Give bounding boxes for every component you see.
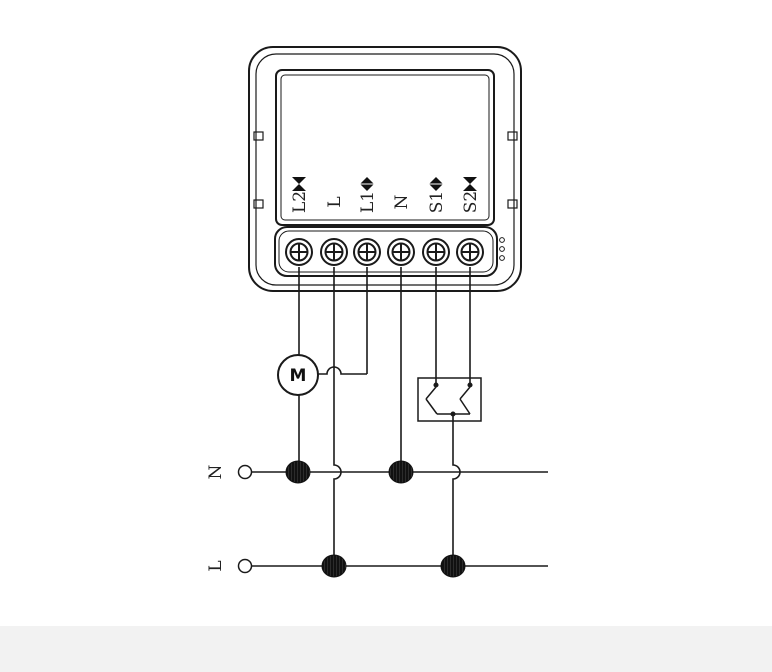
junction-n-terminal-n (388, 460, 414, 484)
module-outer-shell (248, 46, 522, 292)
terminal-s1: S1 (422, 177, 450, 266)
switch-lever-2-end (459, 398, 471, 415)
switch-contact-s2 (467, 382, 473, 388)
terminal-n: N (387, 194, 415, 266)
bowtie-icon (292, 177, 306, 191)
junction-l-terminal-l (321, 554, 347, 578)
switch-contact-s1 (433, 382, 439, 388)
mains-l-label: L (206, 560, 226, 571)
module-panel-inset (280, 74, 490, 221)
switch-lever-1-end (425, 398, 438, 415)
footer-bar (0, 626, 772, 672)
terminal-block-outer (274, 226, 498, 277)
terminal-label: L (325, 196, 345, 207)
wire-l-to-l-bus (333, 267, 342, 566)
mains-n-label: N (206, 464, 226, 479)
module-inner-shell (255, 53, 515, 286)
left-notch-bottom (253, 199, 264, 209)
junction-switch-l (440, 554, 466, 578)
mains-l-terminal (237, 558, 253, 574)
right-notch-top (507, 131, 518, 141)
indicator-dot-2 (499, 246, 505, 252)
indicator-dot-3 (499, 255, 505, 261)
wire-switch-to-l-bus (452, 414, 461, 566)
terminal-l1: L1 (353, 177, 381, 266)
switch-lever-1 (425, 386, 437, 400)
switch-module (248, 46, 522, 292)
motor-label: M (290, 366, 307, 386)
terminal-s2: S2 (456, 177, 484, 266)
terminal-label: N (392, 194, 412, 209)
module-top-panel (275, 69, 495, 226)
junctions (285, 460, 466, 578)
terminal-label: S1 (427, 191, 447, 213)
switch-lever-2 (459, 386, 471, 400)
terminal-label: L1 (358, 191, 378, 213)
terminals-group: L2 L L1 N S1 S2 (285, 177, 484, 266)
left-notch-top (253, 131, 264, 141)
switch-box (417, 377, 482, 422)
terminal-l2: L2 (285, 177, 313, 266)
terminal-block-inner (278, 230, 494, 273)
bowtie-icon (463, 177, 477, 191)
terminal-label: L2 (290, 191, 310, 213)
mains-n-terminal (237, 464, 253, 480)
motor-circle (277, 354, 319, 396)
mains-source: N L (206, 464, 253, 574)
wire-l1-to-motor (318, 366, 367, 375)
wires (252, 267, 548, 567)
terminal-label: S2 (461, 191, 481, 213)
switch-common-dot (450, 411, 456, 417)
motor: M (277, 354, 319, 396)
junction-motor-n (285, 460, 311, 484)
right-notch-bottom (507, 199, 518, 209)
terminal-l: L (320, 196, 348, 266)
indicator-dot-1 (499, 237, 505, 243)
double-switch (417, 377, 482, 422)
